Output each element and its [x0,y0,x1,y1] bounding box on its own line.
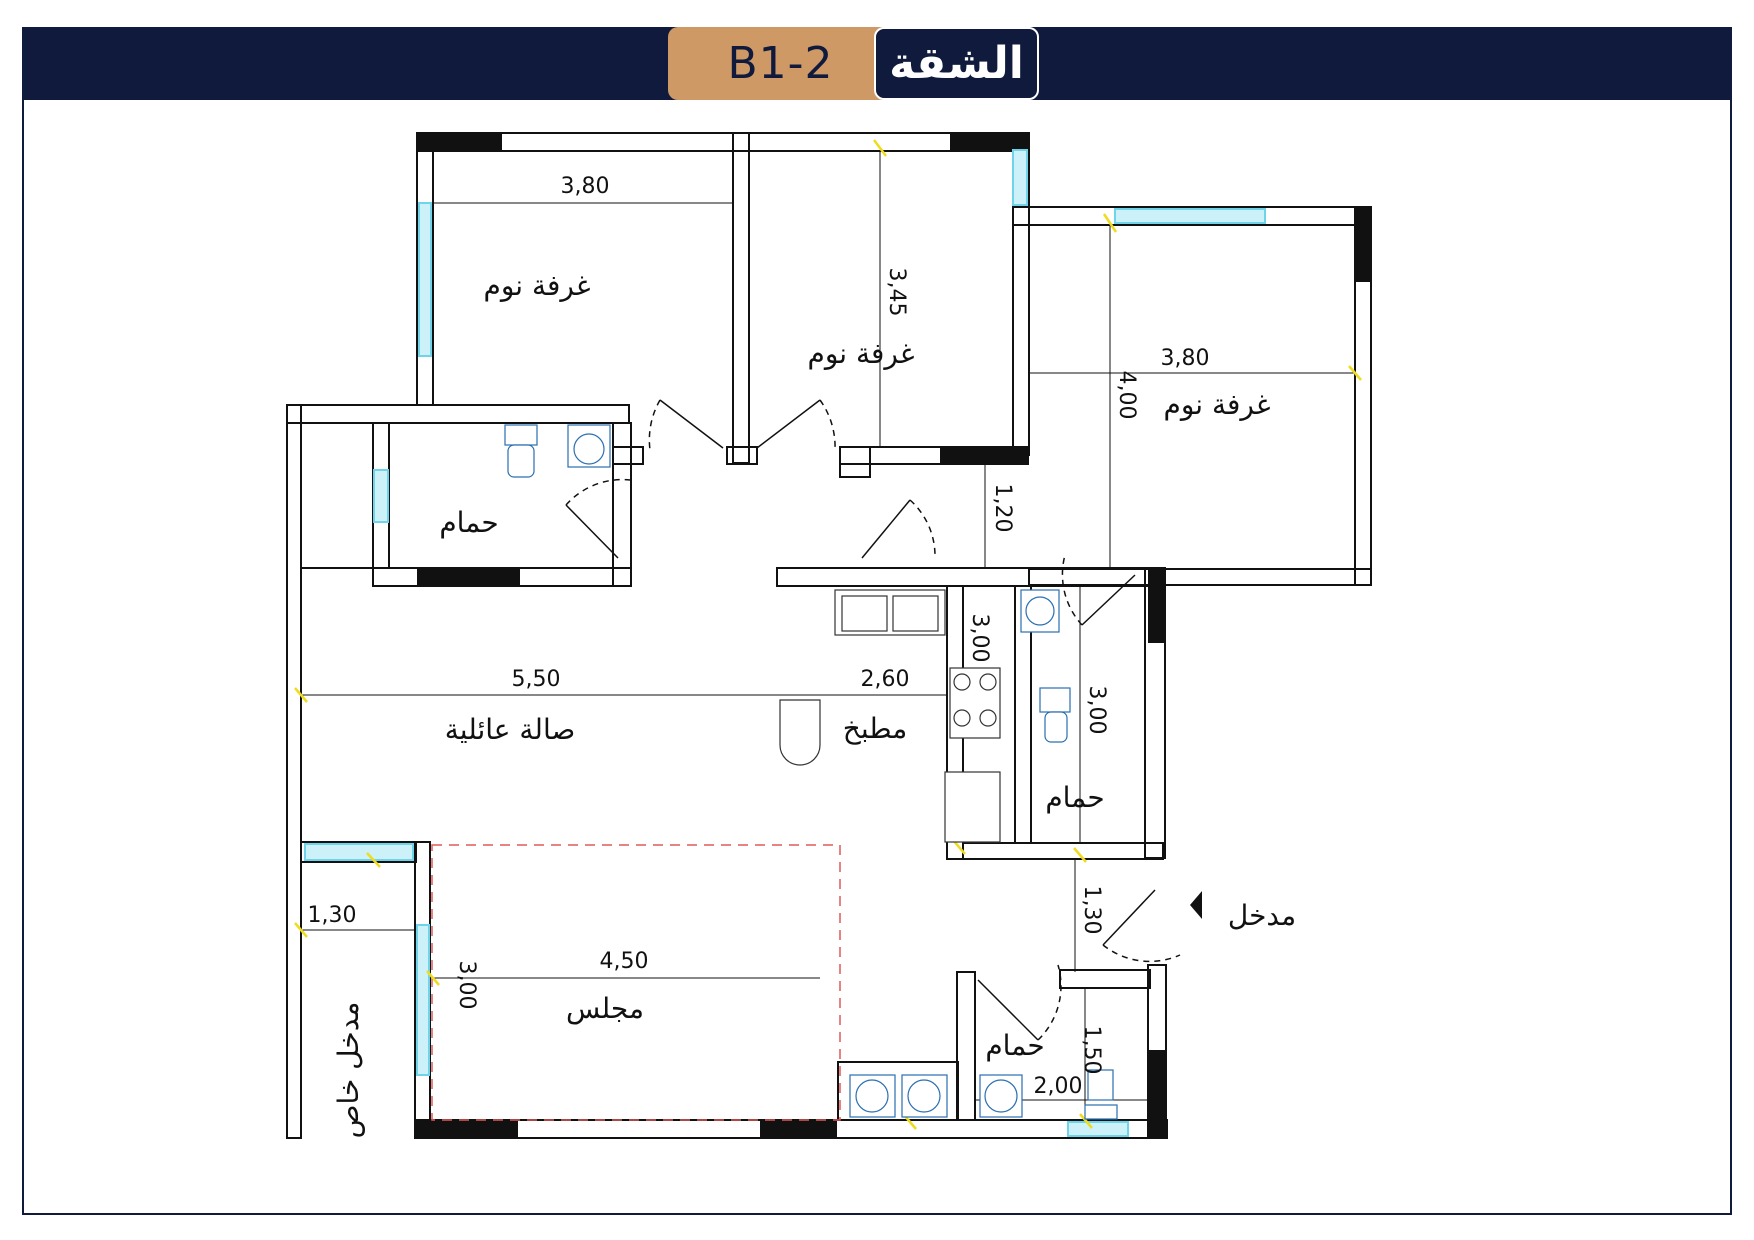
bath1-label: حمام [439,506,498,539]
entrance-arrow-icon [1190,891,1202,919]
bedroom1-label: غرفة نوم [484,269,591,302]
bedroom3-label: غرفة نوم [1164,388,1271,421]
kitchen-depth: 3,00 [967,614,992,663]
dimension-lines [301,151,1355,1120]
doors [565,399,1181,1041]
fixtures [504,424,1118,1120]
solid-walls [415,133,1371,1138]
bedroom3-depth: 4,00 [1114,371,1139,420]
windows [304,149,1266,1137]
majlis-dashed-area [431,844,841,1121]
kitchen-width: 2,60 [861,667,910,692]
bath3-label: حمام [985,1029,1044,1062]
walls [286,132,1372,1139]
title-badge: الشقة [874,27,1039,100]
majlis-label: مجلس [566,992,644,1025]
bath2-label: حمام [1045,781,1104,814]
private-entrance-dimension: 1,30 [308,903,357,928]
living-label: صالة عائلية [445,713,576,746]
majlis-depth: 3,00 [454,961,479,1010]
labels: 3,80 غرفة نوم 3,45 غرفة نوم 3,80 4,00 غر… [308,174,1297,1138]
bedroom2-depth: 3,45 [884,268,909,317]
bedroom2-label: غرفة نوم [808,337,915,370]
bath3-width: 2,00 [1034,1074,1083,1099]
majlis-width: 4,50 [600,949,649,974]
apartment-title: الشقة [889,38,1024,89]
living-width: 5,50 [512,667,561,692]
bedroom1-width: 3,80 [561,174,610,199]
corridor-dimension: 1,20 [990,484,1015,533]
unit-code-badge: B1-2 [668,27,893,100]
dimension-ticks [294,139,1362,1130]
bath3-depth: 1,50 [1079,1026,1104,1075]
entrance-dimension: 1,30 [1079,886,1104,935]
private-entrance-label: مدخل خاص [332,1002,365,1139]
bath2-depth: 3,00 [1084,686,1109,735]
bedroom3-width: 3,80 [1161,346,1210,371]
kitchen-label: مطبخ [843,712,908,745]
entrance-label: مدخل [1228,899,1296,932]
unit-code: B1-2 [727,38,834,89]
